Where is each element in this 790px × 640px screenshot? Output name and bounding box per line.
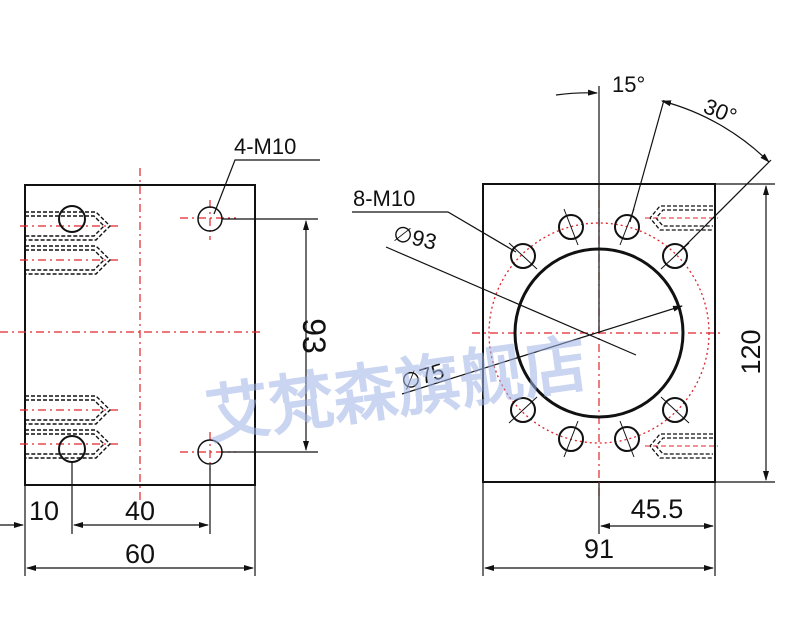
side-view-dim-93 bbox=[222, 218, 318, 453]
side-view-centerlines bbox=[0, 168, 262, 500]
angle-dimension-lines bbox=[555, 86, 772, 333]
angle-15-label: 15° bbox=[612, 72, 645, 97]
front-holes-leader bbox=[352, 211, 517, 253]
front-holes-label: 8-M10 bbox=[353, 186, 415, 211]
side-view-dim-93-label: 93 bbox=[296, 318, 332, 354]
side-view-dim-10-label: 10 bbox=[29, 496, 59, 526]
pitch-circle-leader bbox=[385, 246, 637, 356]
grease-fitting-axes bbox=[645, 217, 718, 447]
side-view-threaded-holes bbox=[25, 211, 111, 459]
side-view-bottom-dims bbox=[0, 462, 256, 576]
front-dim-120 bbox=[716, 183, 775, 483]
front-bottom-dims bbox=[482, 483, 716, 576]
side-view-dim-60-label: 60 bbox=[125, 539, 155, 569]
side-view-hole-top-left bbox=[58, 205, 86, 233]
angle-30-label: 30° bbox=[700, 93, 740, 129]
front-view-holes bbox=[510, 214, 688, 452]
pitch-circle bbox=[488, 222, 710, 444]
front-hole-4 bbox=[662, 243, 688, 269]
front-dim-91-label: 91 bbox=[584, 534, 614, 564]
front-dim-120-label: 120 bbox=[736, 329, 766, 374]
bore-leader bbox=[401, 305, 683, 395]
front-hole-6 bbox=[662, 397, 688, 423]
front-view: 15° 30° 8-M10 ∅93 ∅75 120 45.5 91 bbox=[352, 72, 775, 576]
watermark: 艾梵森旗舰店 bbox=[201, 328, 592, 455]
front-hole-3 bbox=[510, 243, 536, 269]
front-hole-5 bbox=[510, 397, 536, 423]
pitch-circle-label: ∅93 bbox=[391, 221, 439, 255]
front-hole-1 bbox=[558, 214, 584, 240]
side-view-holes-leader bbox=[213, 159, 320, 215]
front-hole-7 bbox=[558, 426, 584, 452]
front-hole-8 bbox=[614, 426, 640, 452]
front-hole-2 bbox=[614, 214, 640, 240]
side-view: 4-M10 93 10 40 60 bbox=[0, 134, 332, 576]
side-view-dim-40-label: 40 bbox=[125, 496, 155, 526]
front-dim-45-5-label: 45.5 bbox=[631, 494, 684, 524]
side-view-holes-label: 4-M10 bbox=[234, 134, 296, 159]
side-view-outline bbox=[24, 184, 256, 486]
